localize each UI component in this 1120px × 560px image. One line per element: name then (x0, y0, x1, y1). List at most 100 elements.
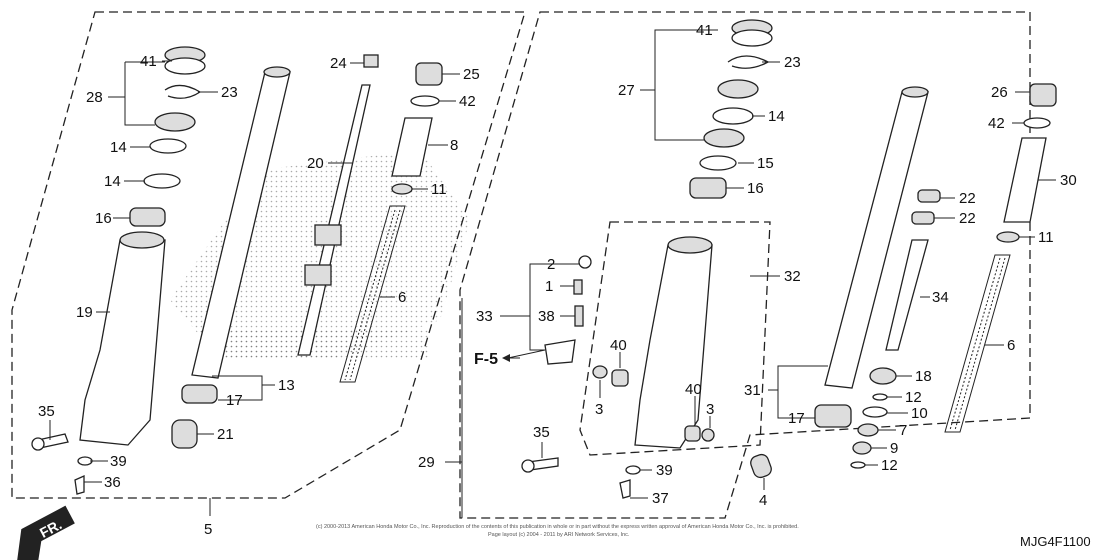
callout-20: 20 (307, 155, 324, 172)
callout-40-b: 40 (685, 381, 702, 398)
rubber-part-2 (684, 425, 701, 442)
rubber-part (611, 369, 629, 387)
callout-36: 36 (104, 474, 121, 491)
spring-seat-part-right-2 (996, 231, 1020, 243)
reference-arrow (502, 354, 520, 362)
callout-22-b: 22 (959, 210, 976, 227)
copyright-line-2: Page layout (c) 2004 - 2011 by ARI Netwo… (488, 532, 630, 538)
right-fork-group-outline (459, 11, 1031, 519)
o-ring-part-right (1023, 117, 1051, 129)
piston-ring-part-2 (911, 211, 935, 225)
callout-17: 17 (226, 392, 243, 409)
callout-29: 29 (418, 454, 435, 471)
pin-part (750, 453, 772, 479)
callout-16-right: 16 (747, 180, 764, 197)
slide-bushing-part (181, 384, 218, 404)
callout-24: 24 (330, 55, 347, 72)
callout-3: 3 (595, 401, 603, 418)
drain-bolt-part-right (619, 479, 631, 499)
callout-9: 9 (890, 440, 898, 457)
callout-2: 2 (547, 256, 555, 273)
back-up-ring-part-right (712, 107, 754, 125)
callout-7: 7 (899, 422, 907, 439)
callout-42-right: 42 (988, 115, 1005, 132)
callout-1: 1 (545, 278, 553, 295)
callout-28: 28 (86, 89, 103, 106)
callout-41-right: 41 (696, 22, 713, 39)
dust-seal-part (164, 46, 206, 75)
sealing-washer-part-right (625, 465, 641, 475)
callout-12-b: 12 (881, 457, 898, 474)
callout-14-b: 14 (104, 173, 121, 190)
callout-11: 11 (431, 181, 447, 198)
oil-lock-piece-part (171, 419, 198, 449)
callout-33: 33 (476, 308, 493, 325)
cartridge-part (885, 239, 929, 351)
callout-21: 21 (217, 426, 234, 443)
spring-seat-part (391, 183, 413, 195)
fork-bolt-part (415, 62, 443, 86)
callout-34: 34 (932, 289, 949, 306)
callout-30: 30 (1060, 172, 1077, 189)
check-valve-part (857, 423, 879, 437)
screw-part (574, 305, 584, 327)
left-fork-group-outline (11, 11, 526, 499)
callout-3-b: 3 (706, 401, 714, 418)
callout-27: 27 (618, 82, 635, 99)
back-up-ring-part-2 (143, 173, 181, 189)
callout-12: 12 (905, 389, 922, 406)
callout-5: 5 (204, 521, 212, 538)
valve-seat-part (852, 441, 872, 455)
callout-17-right: 17 (788, 410, 805, 427)
stopper-ring-part (164, 84, 202, 99)
piston-ring-part (917, 189, 941, 203)
callout-13: 13 (278, 377, 295, 394)
rebound-spring-part (869, 367, 897, 385)
drain-bolt-part (74, 474, 85, 495)
leader-lines (49, 29, 1056, 518)
oil-seal-part-right-2 (703, 128, 745, 148)
callout-26: 26 (991, 84, 1008, 101)
callout-22: 22 (959, 190, 976, 207)
fork-spring-part-right (944, 254, 1011, 433)
callout-40: 40 (610, 337, 627, 354)
callout-15: 15 (757, 155, 774, 172)
circlip-part-right-2 (850, 461, 866, 469)
slide-bushing-part-right (699, 155, 737, 171)
callout-6-right: 6 (1007, 337, 1015, 354)
callout-19: 19 (76, 304, 93, 321)
fork-slider-part (79, 239, 166, 446)
callout-6: 6 (398, 289, 406, 306)
copyright-line-1: (c) 2000-2013 American Honda Motor Co., … (316, 524, 799, 530)
sealing-washer-part (77, 456, 93, 466)
fork-bolt-part-right (1029, 83, 1057, 107)
dust-seal-part-right (731, 19, 773, 47)
callout-8: 8 (450, 137, 458, 154)
callout-16: 16 (95, 210, 112, 227)
callout-39: 39 (110, 453, 127, 470)
callout-25: 25 (463, 66, 480, 83)
oil-seal-part-right (717, 79, 759, 99)
callout-18: 18 (915, 368, 932, 385)
o-ring-part (410, 95, 440, 107)
callout-10: 10 (911, 405, 928, 422)
slide-bushing-part-right-2 (814, 404, 852, 428)
fork-spring-collar-part (391, 117, 433, 177)
fork-spring-part (339, 205, 406, 383)
fork-spring-coils-right (949, 257, 1006, 431)
circlip-part-right (872, 393, 888, 401)
callout-labels: 41 28 23 14 14 16 19 35 39 36 5 24 25 42… (38, 22, 1077, 538)
diagram-code: MJG4F1100 (1020, 534, 1091, 549)
guide-bushing-part (129, 207, 166, 227)
reference-f5: F-5 (474, 351, 498, 368)
spring-seat-part-right (862, 406, 888, 418)
callout-11-right: 11 (1038, 229, 1054, 246)
fork-spring-coils (344, 209, 401, 381)
callout-35-right: 35 (533, 424, 550, 441)
callout-39-right: 39 (656, 462, 673, 479)
fork-slider-group-outline (579, 221, 771, 456)
callout-38: 38 (538, 308, 555, 325)
fork-spring-collar-part-right (1003, 137, 1047, 223)
